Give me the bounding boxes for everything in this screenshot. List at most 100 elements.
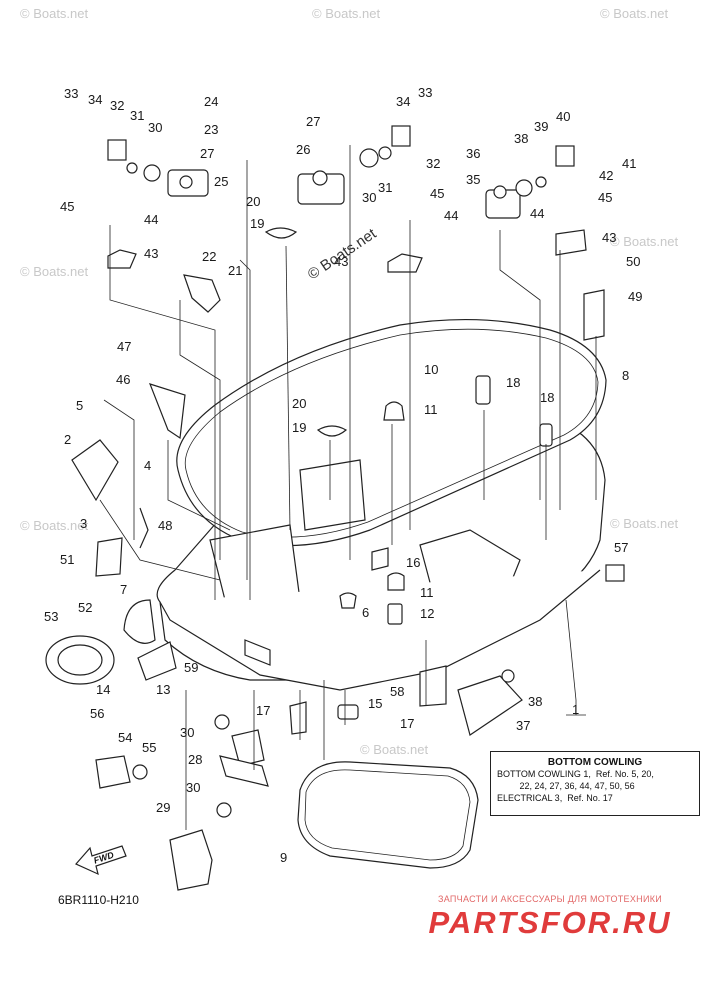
callout-number: 49 [628,289,642,304]
legend-box: BOTTOM COWLING BOTTOM COWLING 1, Ref. No… [490,751,700,816]
callout-number: 30 [186,780,200,795]
callout-number: 28 [188,752,202,767]
fwd-arrow-icon: FWD [75,845,127,876]
callout-number: 45 [598,190,612,205]
callout-number: 20 [292,396,306,411]
callout-number: 16 [406,555,420,570]
callout-number: 35 [466,172,480,187]
callout-number: 58 [390,684,404,699]
callout-number: 3 [80,516,87,531]
callout-number: 29 [156,800,170,815]
callout-number: 11 [420,585,434,600]
callout-number: 44 [144,212,158,227]
callout-number: 54 [118,730,132,745]
callout-number: 18 [506,375,520,390]
callout-number: 37 [516,718,530,733]
callout-number: 59 [184,660,198,675]
callout-number: 13 [156,682,170,697]
callout-number: 20 [246,194,260,209]
watermark: © Boats.net [600,6,669,21]
callout-number: 56 [90,706,104,721]
callout-number: 51 [60,552,74,567]
callout-number: 40 [556,109,570,124]
bottom-cowling [156,318,607,691]
callout-number: 15 [368,696,382,711]
parts [45,125,625,891]
callout-number: 9 [280,850,287,865]
callout-number: 25 [214,174,228,189]
callout-number: 2 [64,432,71,447]
callout-number: 24 [204,94,218,109]
callout-number: 18 [540,390,554,405]
callout-number: 30 [148,120,162,135]
callout-number: 43 [144,246,158,261]
seal-9 [297,761,479,869]
callout-number: 31 [378,180,392,195]
callout-number: 52 [78,600,92,615]
legend-title: BOTTOM COWLING [547,757,643,768]
callout-number: 14 [96,682,110,697]
callout-number: 47 [117,339,131,354]
legend-line: ELECTRICAL 3, Ref. No. 17 [497,793,613,803]
watermark: © Boats.net [20,518,89,533]
watermark: © Boats.net [610,234,679,249]
callout-number: 45 [430,186,444,201]
watermark: © Boats.net [312,6,381,21]
callout-number: 5 [76,398,83,413]
watermark: © Boats.net [360,742,429,757]
callout-number: 26 [296,142,310,157]
callout-number: 50 [626,254,640,269]
callout-number: 22 [202,249,216,264]
callout-number: 33 [418,85,432,100]
callout-number: 45 [60,199,74,214]
leader-lines [99,145,597,830]
callout-number: 32 [426,156,440,171]
watermark: © Boats.net [20,264,89,279]
callout-number: 43 [334,254,348,269]
callout-number: 43 [602,230,616,245]
legend-line: 22, 24, 27, 36, 44, 47, 50, 56 [497,781,635,791]
brand-name: PARTSFOR.RU [428,905,672,940]
callout-number: 33 [64,86,78,101]
watermark: © Boats.net [20,6,89,21]
callout-number: 27 [200,146,214,161]
legend-line: BOTTOM COWLING 1, Ref. No. 5, 20, [497,769,654,779]
callout-number: 41 [622,156,636,171]
diagram-code: 6BR1110-H210 [58,893,139,907]
callout-number: 44 [444,208,458,223]
callout-number: 39 [534,119,548,134]
callout-number: 34 [396,94,410,109]
callout-number: 1 [572,702,579,717]
callout-number: 27 [306,114,320,129]
watermark: © Boats.net [610,516,679,531]
callout-number: 38 [528,694,542,709]
callout-number: 23 [204,122,218,137]
callout-number: 57 [614,540,628,555]
callout-number: 4 [144,458,151,473]
callout-number: 36 [466,146,480,161]
callout-number: 38 [514,131,528,146]
callout-number: 21 [228,263,242,278]
callout-number: 12 [420,606,434,621]
callout-number: 17 [400,716,414,731]
brand-tagline: ЗАПЧАСТИ И АКСЕССУАРЫ ДЛЯ МОТОТЕХНИКИ [437,894,663,904]
brand-logo: ЗАПЧАСТИ И АКСЕССУАРЫ ДЛЯ МОТОТЕХНИКИ PA… [400,894,700,941]
callout-number: 53 [44,609,58,624]
callout-number: 32 [110,98,124,113]
callout-number: 44 [530,206,544,221]
callout-number: 42 [599,168,613,183]
callout-number: 55 [142,740,156,755]
callout-number: 48 [158,518,172,533]
callout-layer: 33 34 32 31 30 27 25 24 23 45 44 43 22 2… [44,85,642,865]
callout-number: 8 [622,368,629,383]
callout-number: 17 [256,703,270,718]
callout-number: 10 [424,362,438,377]
callout-number: 19 [250,216,264,231]
callout-number: 7 [120,582,127,597]
callout-number: 46 [116,372,130,387]
callout-number: 30 [362,190,376,205]
callout-number: 6 [362,605,369,620]
callout-number: 19 [292,420,306,435]
callout-number: 31 [130,108,144,123]
